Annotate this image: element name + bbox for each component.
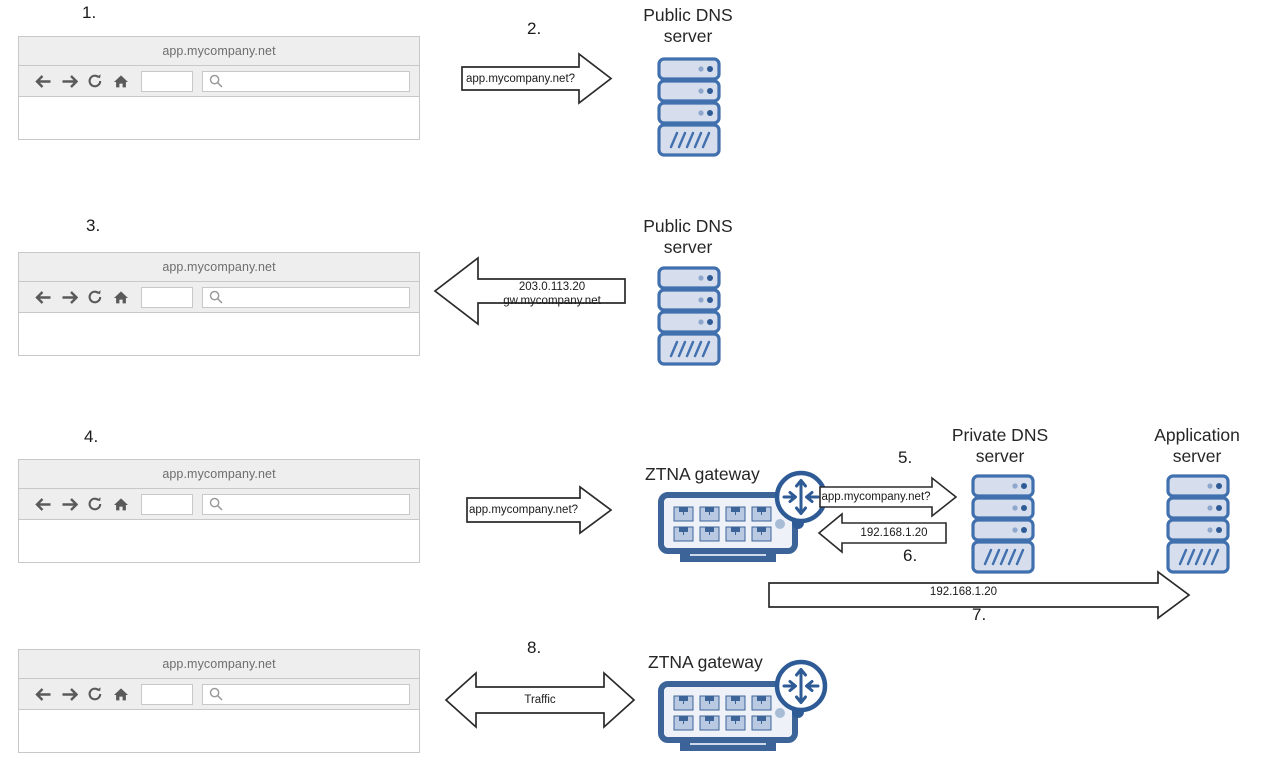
public-dns-label-2-line1: Public DNS xyxy=(643,216,733,236)
public-dns-label-1-line2: server xyxy=(663,26,713,46)
browser-titlebar: app.mycompany.net xyxy=(19,650,419,679)
browser-window-3[interactable]: app.mycompany.net xyxy=(18,459,420,563)
step-number-8: 8. xyxy=(527,638,542,657)
forward-arrow-icon[interactable] xyxy=(56,683,82,705)
application-server-icon xyxy=(1166,474,1230,574)
url-input[interactable] xyxy=(141,70,193,92)
browser-window-4[interactable]: app.mycompany.net xyxy=(18,649,420,753)
ztna-gateway-icon-2 xyxy=(658,659,828,751)
home-icon[interactable] xyxy=(108,493,134,515)
browser-url-title: app.mycompany.net xyxy=(162,657,276,671)
search-icon xyxy=(209,497,223,511)
arrow-label-step-4: app.mycompany.net? xyxy=(468,504,579,516)
step-number-6: 6. xyxy=(903,546,918,565)
ztna-gateway-icon-1 xyxy=(658,470,828,562)
home-icon[interactable] xyxy=(108,683,134,705)
browser-content xyxy=(19,520,419,561)
arrow-step-8 xyxy=(444,671,636,729)
reload-icon[interactable] xyxy=(82,493,108,515)
public-dns-server-icon-2 xyxy=(657,266,721,366)
forward-arrow-icon[interactable] xyxy=(56,70,82,92)
browser-content xyxy=(19,710,419,751)
private-dns-server-icon xyxy=(971,474,1035,574)
search-input[interactable] xyxy=(202,683,410,705)
home-icon[interactable] xyxy=(108,286,134,308)
browser-toolbar xyxy=(19,66,419,97)
step-number-4: 4. xyxy=(84,427,99,446)
step-number-2: 2. xyxy=(527,19,542,38)
arrow-label-step-3-line2: gw.mycompany.net xyxy=(503,295,601,307)
home-icon[interactable] xyxy=(108,70,134,92)
browser-toolbar xyxy=(19,489,419,520)
search-input[interactable] xyxy=(202,493,410,515)
search-icon xyxy=(209,74,223,88)
private-dns-label-line2: server xyxy=(975,446,1025,466)
forward-arrow-icon[interactable] xyxy=(56,493,82,515)
search-icon xyxy=(209,290,223,304)
arrow-label-step-2: app.mycompany.net? xyxy=(465,73,576,85)
arrow-step-2 xyxy=(461,52,613,105)
browser-titlebar: app.mycompany.net xyxy=(19,460,419,489)
browser-titlebar: app.mycompany.net xyxy=(19,37,419,66)
browser-toolbar xyxy=(19,282,419,313)
back-arrow-icon[interactable] xyxy=(30,286,56,308)
browser-toolbar xyxy=(19,679,419,710)
step-number-5: 5. xyxy=(898,448,913,467)
reload-icon[interactable] xyxy=(82,286,108,308)
arrow-step-7 xyxy=(768,570,1191,620)
browser-url-title: app.mycompany.net xyxy=(162,44,276,58)
application-server-label-line2: server xyxy=(1172,446,1222,466)
ztna-gateway-label-2: ZTNA gateway xyxy=(648,652,763,672)
arrow-step-3 xyxy=(433,256,626,326)
application-server-label-line1: Application xyxy=(1154,425,1240,445)
browser-window-1[interactable]: app.mycompany.net xyxy=(18,36,420,140)
arrow-label-step-8: Traffic xyxy=(524,694,556,706)
browser-titlebar: app.mycompany.net xyxy=(19,253,419,282)
arrow-label-step-3-line1: 203.0.113.20 xyxy=(518,281,586,293)
application-server-label: Application server xyxy=(1117,425,1263,467)
private-dns-label: Private DNS server xyxy=(920,425,1080,467)
browser-content xyxy=(19,313,419,354)
reload-icon[interactable] xyxy=(82,683,108,705)
browser-url-title: app.mycompany.net xyxy=(162,260,276,274)
search-input[interactable] xyxy=(202,286,410,308)
search-icon xyxy=(209,687,223,701)
arrow-label-step-5: app.mycompany.net? xyxy=(821,491,931,503)
back-arrow-icon[interactable] xyxy=(30,493,56,515)
browser-url-title: app.mycompany.net xyxy=(162,467,276,481)
arrow-step-5 xyxy=(819,476,958,518)
step-number-1: 1. xyxy=(82,3,97,22)
url-input[interactable] xyxy=(141,493,193,515)
public-dns-label-2: Public DNS server xyxy=(608,216,768,258)
private-dns-label-line1: Private DNS xyxy=(951,425,1049,445)
arrow-label-step-7: 192.168.1.20 xyxy=(929,586,998,598)
public-dns-server-icon-1 xyxy=(657,57,721,157)
ztna-gateway-label-1: ZTNA gateway xyxy=(645,464,760,484)
step-number-3: 3. xyxy=(86,216,101,235)
arrow-step-4 xyxy=(466,485,613,535)
arrow-label-step-3: 203.0.113.20 gw.mycompany.net xyxy=(478,280,626,308)
search-input[interactable] xyxy=(202,70,410,92)
forward-arrow-icon[interactable] xyxy=(56,286,82,308)
step-number-7: 7. xyxy=(972,605,987,624)
browser-window-2[interactable]: app.mycompany.net xyxy=(18,252,420,356)
arrow-step-6 xyxy=(817,512,947,554)
public-dns-label-1-line1: Public DNS xyxy=(643,5,733,25)
arrow-label-step-6: 192.168.1.20 xyxy=(860,527,928,539)
url-input[interactable] xyxy=(141,286,193,308)
public-dns-label-1: Public DNS server xyxy=(608,5,768,47)
public-dns-label-2-line2: server xyxy=(663,237,713,257)
url-input[interactable] xyxy=(141,683,193,705)
browser-content xyxy=(19,97,419,138)
back-arrow-icon[interactable] xyxy=(30,683,56,705)
back-arrow-icon[interactable] xyxy=(30,70,56,92)
reload-icon[interactable] xyxy=(82,70,108,92)
